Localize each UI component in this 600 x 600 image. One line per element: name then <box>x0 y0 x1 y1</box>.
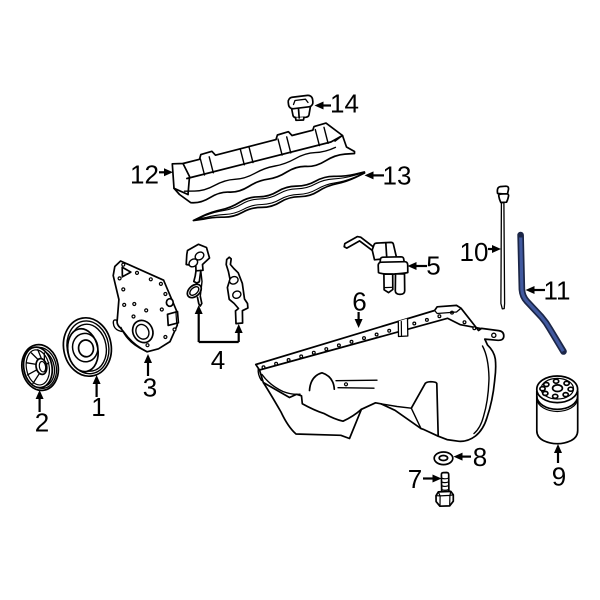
svg-text:5: 5 <box>426 251 440 281</box>
svg-text:7: 7 <box>408 464 422 494</box>
svg-text:10: 10 <box>460 237 489 267</box>
svg-text:8: 8 <box>473 442 487 472</box>
svg-text:3: 3 <box>143 373 157 403</box>
svg-text:13: 13 <box>383 161 412 191</box>
svg-text:12: 12 <box>130 160 159 190</box>
svg-text:2: 2 <box>35 408 49 438</box>
svg-text:4: 4 <box>211 345 225 375</box>
svg-text:6: 6 <box>352 287 366 317</box>
svg-text:14: 14 <box>330 89 359 119</box>
svg-text:11: 11 <box>544 276 571 306</box>
svg-text:1: 1 <box>91 392 105 422</box>
svg-text:9: 9 <box>552 462 566 492</box>
